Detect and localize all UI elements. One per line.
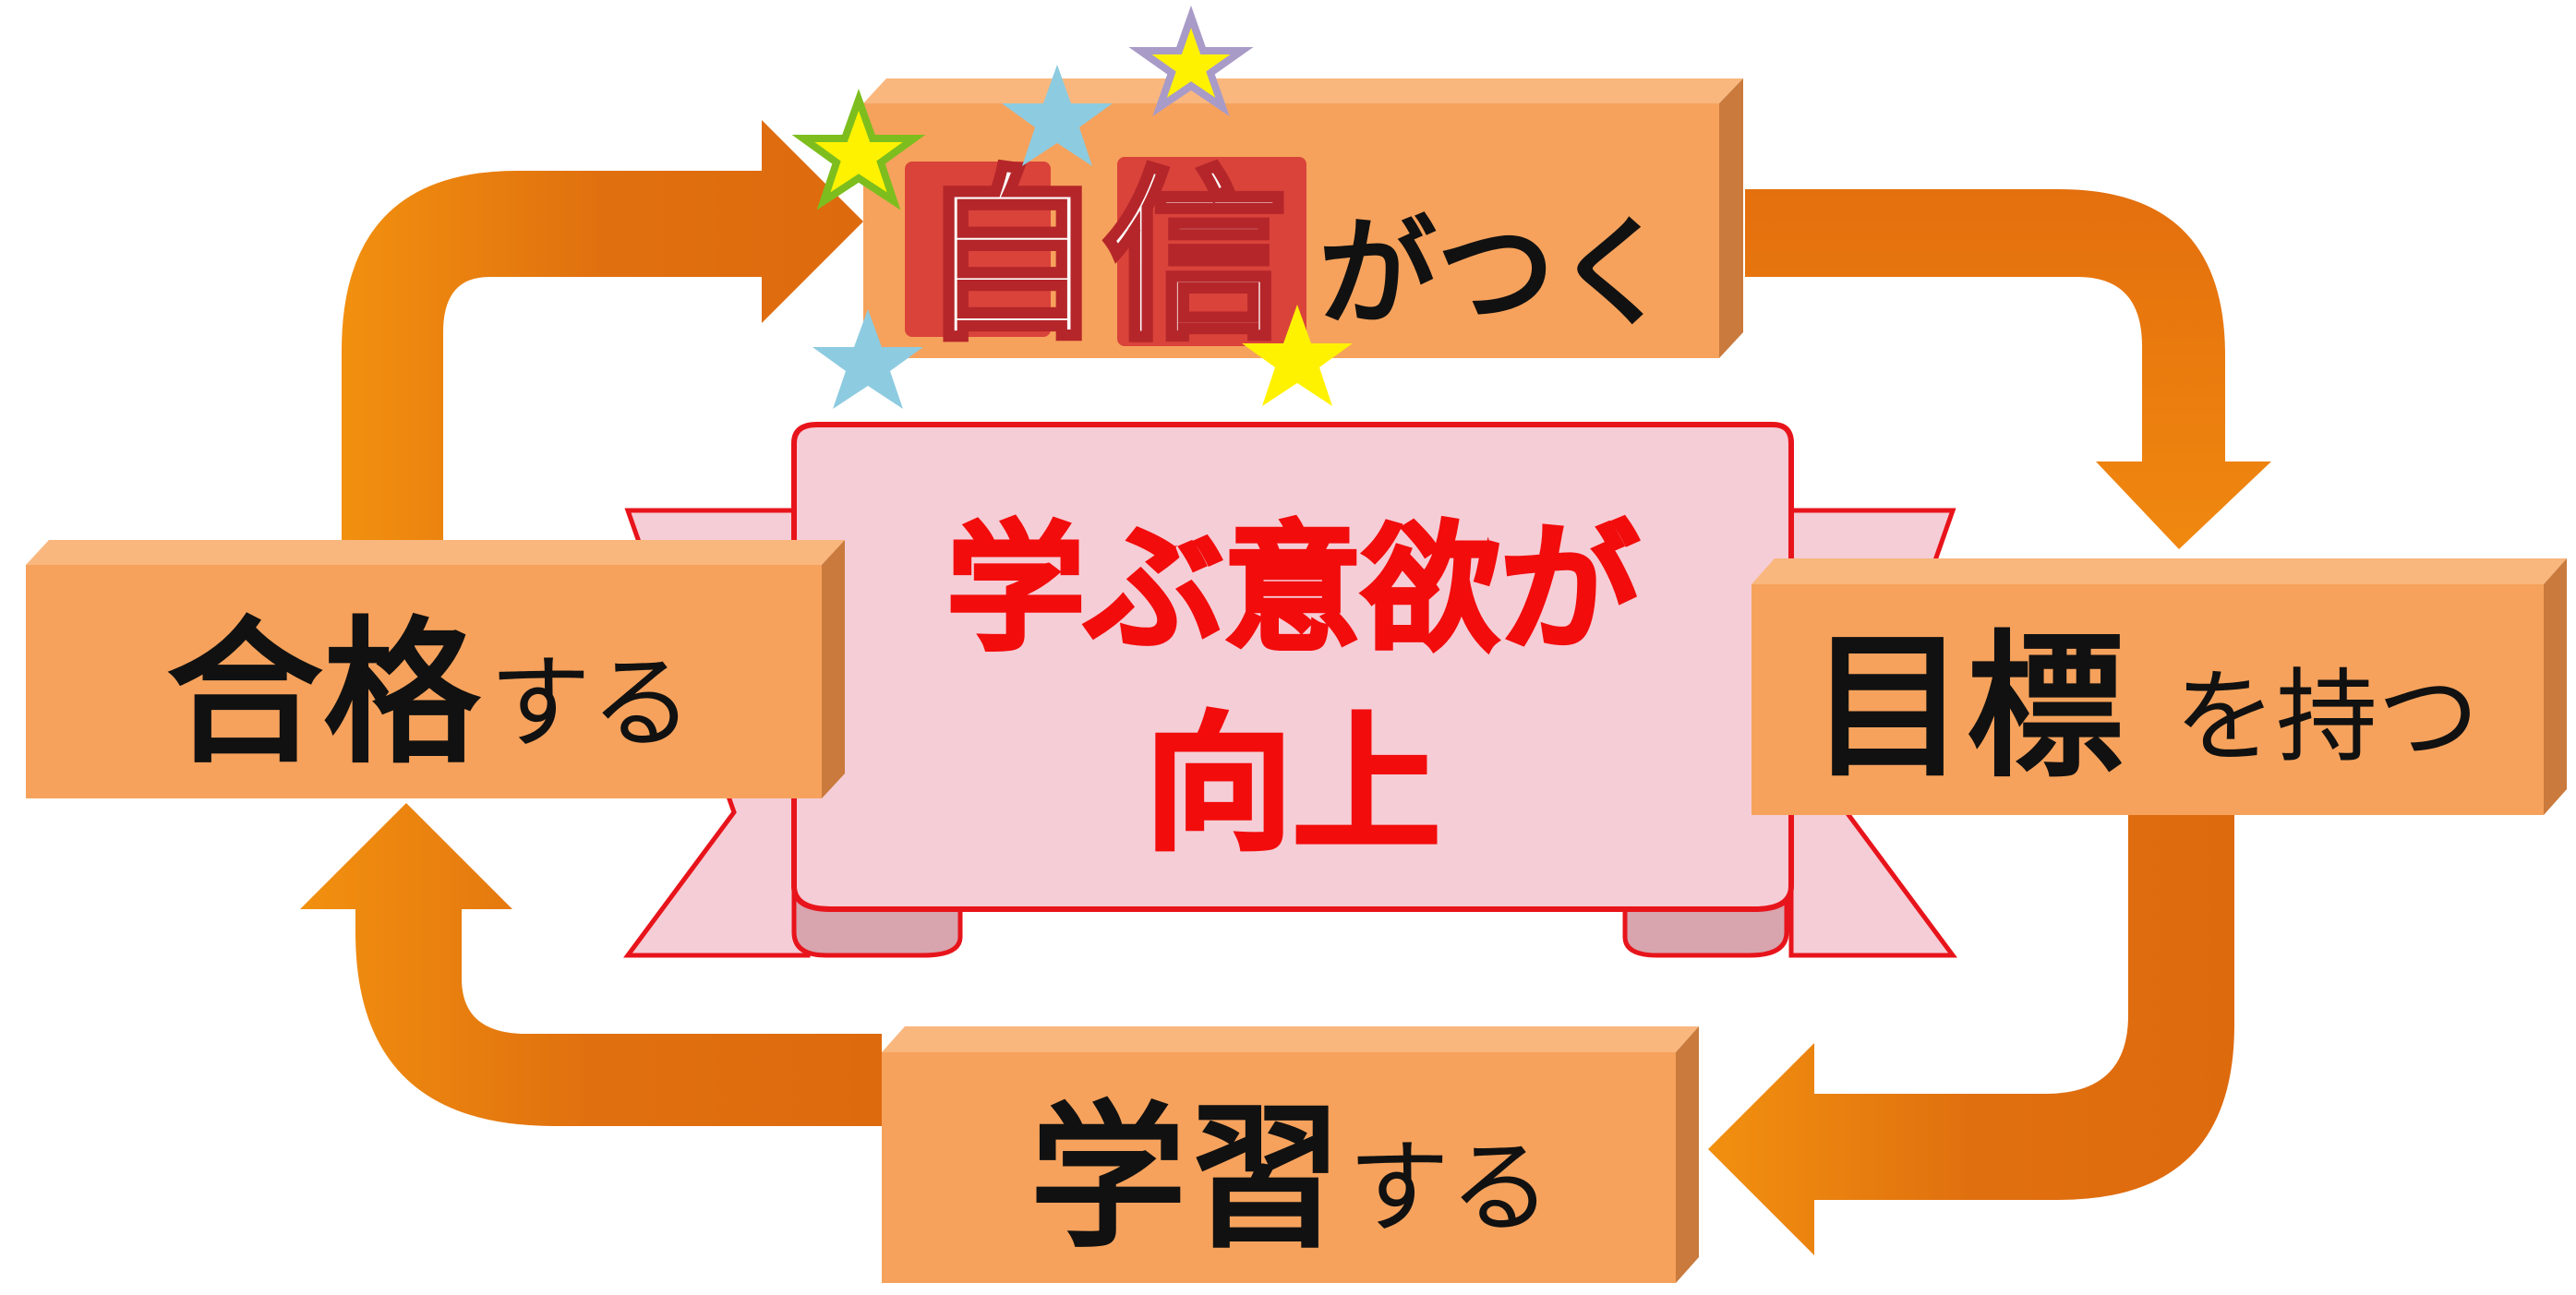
step-right-small: を持つ [2174,658,2479,776]
center-line2: 向上 [1145,698,1440,870]
jishin-char-bg-1 [905,162,1051,337]
box-right-face-top [1751,558,2567,584]
step-box-bottom: 学習 する [882,1026,1699,1283]
step-top-small: がつく [1318,205,1673,342]
step-box-left: 合格 する [26,540,845,798]
box-bottom-face-top [882,1026,1699,1052]
box-left-face-top [26,540,845,565]
box-bottom-face-side [1676,1026,1699,1283]
step-bottom-small: する [1348,1129,1551,1247]
banner-panel [791,422,1794,912]
star-blue-bottom-icon [813,309,923,409]
step-box-right: 目標 を持つ [1751,558,2567,815]
arrow-top-to-right [1745,189,2271,549]
center-banner: 学ぶ意欲が 向上 [623,422,1957,958]
step-box-top: 自信 がつく [863,78,1743,368]
star-blue-top-icon [1002,65,1113,166]
box-right-face [1751,584,2544,815]
star-purple-icon [1128,5,1254,117]
box-top-face-top [863,78,1743,103]
box-bottom-face [882,1052,1676,1283]
step-bottom-big: 学習 [1029,1087,1343,1270]
box-left-face-side [822,540,845,798]
box-left-face [26,565,822,798]
center-line1: 学ぶ意欲が [946,510,1639,670]
star-green-icon [791,89,926,210]
step-left-small: する [489,644,692,762]
step-right-big: 目標 [1810,617,2124,799]
step-left-big: 合格 [166,603,482,785]
arrow-bottom-to-left [300,803,882,1126]
arrow-right-to-bottom [1708,812,2234,1255]
box-right-face-side [2544,558,2567,815]
jishin-char-bg-2 [1117,157,1306,346]
arrow-left-to-top [342,120,863,540]
star-yellow-icon [1242,305,1353,406]
step-top-big: 自信 [919,150,1288,366]
box-top-face-side [1719,78,1743,358]
